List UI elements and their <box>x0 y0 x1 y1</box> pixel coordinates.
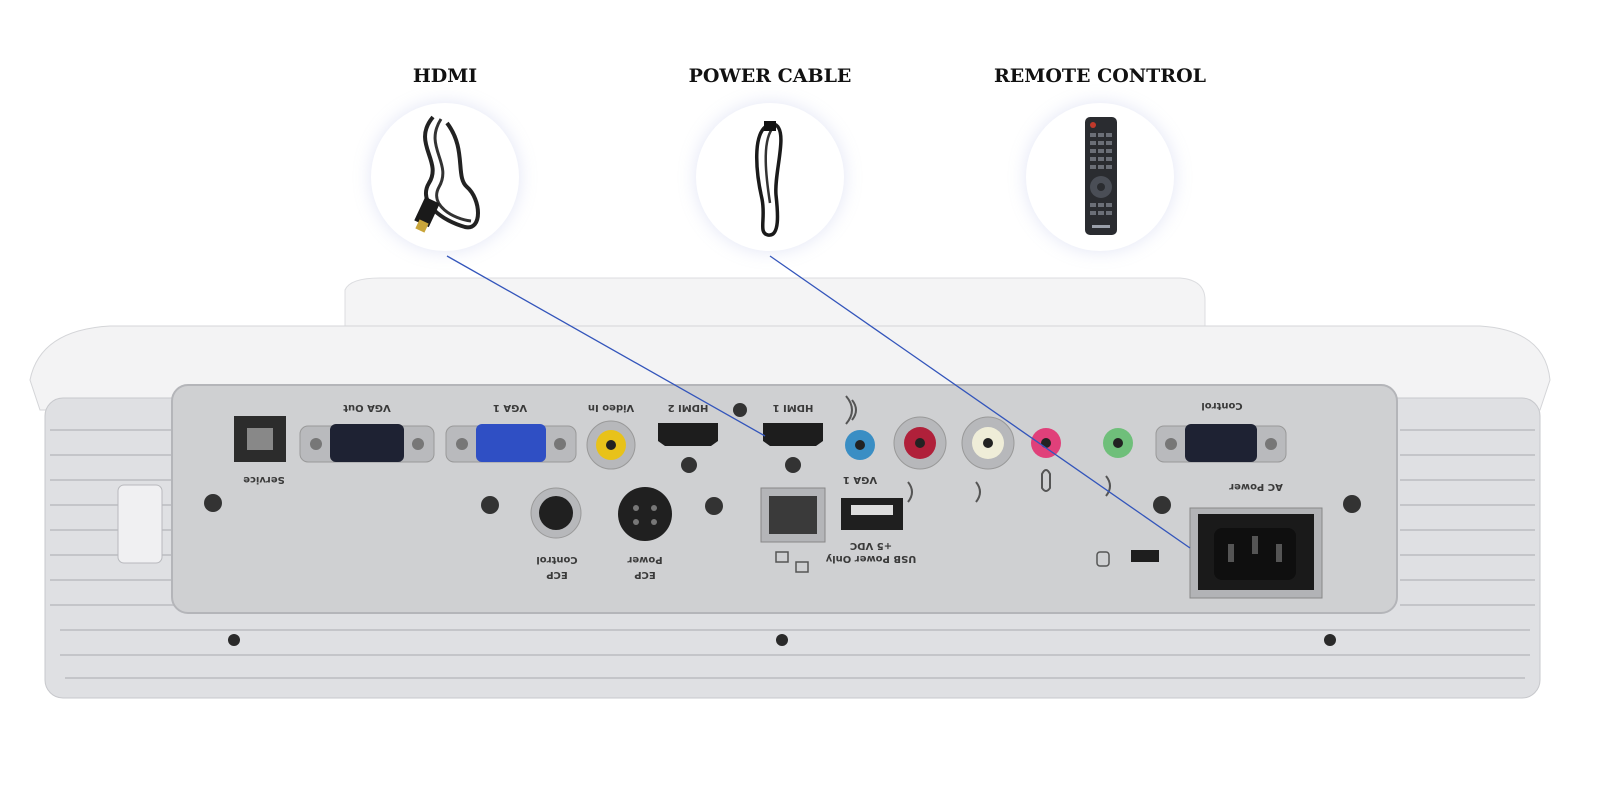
label-vga-out: VGA Out <box>343 402 391 413</box>
power-cable-icon <box>755 121 783 237</box>
power-pointer-line <box>769 255 1191 549</box>
vga-out-port[interactable] <box>299 424 435 463</box>
label-ecp-control-line1: ECP <box>546 569 568 580</box>
label-control: Control <box>1201 400 1242 411</box>
body-ribs <box>50 429 1535 679</box>
hdmi-thumbnail <box>371 103 519 251</box>
label-usb-line2: +5 VDC <box>850 540 892 551</box>
label-vga1-audio: VGA 1 <box>843 474 877 485</box>
remote-control-icon <box>1085 117 1117 235</box>
vga1-audio-jack[interactable] <box>845 430 875 460</box>
label-ecp-control-line2: Control <box>536 554 577 565</box>
hdmi-title: HDMI <box>412 65 478 87</box>
audio-out-jack[interactable] <box>1103 428 1133 458</box>
body-screws <box>228 634 1336 646</box>
usb-port[interactable] <box>841 498 903 530</box>
power-cable-title: POWER CABLE <box>688 65 852 87</box>
control-port[interactable] <box>1155 424 1287 463</box>
microphone-jack[interactable] <box>1031 428 1061 458</box>
hdmi-pointer-line <box>446 255 766 437</box>
power-cable-thumbnail <box>696 103 844 251</box>
video-in-port[interactable] <box>586 420 636 470</box>
label-service: Service <box>243 474 285 485</box>
hdmi-cable-icon <box>414 115 480 233</box>
audio-in-right-port[interactable] <box>893 416 947 470</box>
label-ecp-power-line2: Power <box>627 554 662 565</box>
ac-power-socket[interactable] <box>1189 507 1323 599</box>
label-video-in: Video In <box>588 402 634 413</box>
side-vent-slot <box>117 484 163 564</box>
lan-port[interactable] <box>760 487 826 543</box>
projector-top-lid <box>344 277 1206 341</box>
audio-symbol-icons <box>845 395 1111 503</box>
label-hdmi2: HDMI 2 <box>668 402 709 413</box>
audio-in-left-port[interactable] <box>961 416 1015 470</box>
label-vga1: VGA 1 <box>493 402 527 413</box>
ecp-power-port[interactable] <box>618 487 672 541</box>
remote-control-title: REMOTE CONTROL <box>994 65 1206 87</box>
network-icon <box>775 551 809 573</box>
ecp-control-port[interactable] <box>530 487 582 539</box>
lock-icon <box>1096 551 1110 567</box>
service-port[interactable] <box>234 416 286 462</box>
panel-screws <box>204 403 1361 515</box>
hdmi2-port[interactable] <box>658 423 718 446</box>
label-hdmi1: HDMI 1 <box>773 402 814 413</box>
hdmi1-port[interactable] <box>763 423 823 446</box>
label-ac-power: AC Power <box>1229 481 1283 492</box>
vga1-port[interactable] <box>445 424 577 463</box>
label-usb-line1: USB Power Only <box>825 553 916 564</box>
remote-control-thumbnail <box>1026 103 1174 251</box>
label-ecp-power-line1: ECP <box>634 569 656 580</box>
security-lock-slot[interactable] <box>1131 550 1159 562</box>
